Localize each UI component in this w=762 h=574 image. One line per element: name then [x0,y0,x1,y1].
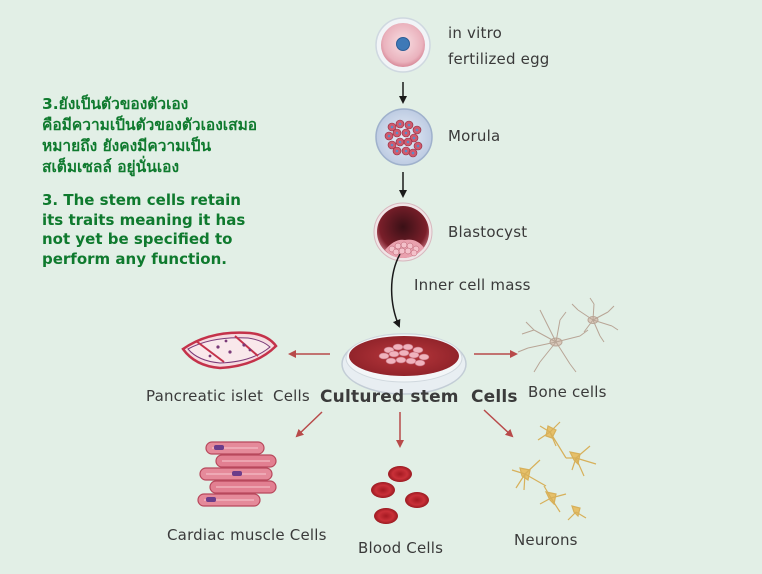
blastocyst-icon [373,202,433,262]
arrow-to-cardiac [295,411,323,438]
morula-icon [375,108,433,166]
cultured-stem-cells-label: Cultured stem Cells [320,387,518,407]
petri-dish-icon [341,333,467,395]
blood-cells-icon [371,466,429,524]
arrow-to-neurons [483,409,514,438]
english-line-1: 3. The stem cells retain [42,191,241,209]
arrow-inner-cell-mass [390,253,401,328]
blood-label: Blood Cells [358,539,444,557]
neurons-label: Neurons [514,531,578,549]
pancreatic-cell-icon [181,331,278,370]
fertilized-egg-icon [375,17,431,73]
thai-line-4: สเต็มเซลล์ อยู่นั่นเอง [42,158,180,176]
english-annotation: 3. The stem cells retain its traits mean… [42,191,245,269]
thai-line-2: คือมีความเป็นตัวของตัวเองเสมอ [42,116,258,134]
english-line-3: not yet be specified to [42,230,233,248]
thai-annotation: 3.ยังเป็นตัวของตัวเอง คือมีความเป็นตัวขอ… [42,94,257,178]
neurons-icon [511,421,597,521]
cardiac-label: Cardiac muscle Cells [167,526,327,544]
morula-label: Morula [448,127,501,145]
english-line-2: its traits meaning it has [42,210,246,229]
egg-label-line1: in vitro [448,24,502,42]
english-line-4: perform any function. [42,249,227,268]
inner-cell-mass-label: Inner cell mass [414,276,531,294]
cardiac-muscle-icon [197,441,277,507]
pancreatic-label: Pancreatic islet Cells [146,387,310,405]
bone-cells-icon [517,297,619,373]
blastocyst-label: Blastocyst [448,223,528,241]
bone-label: Bone cells [528,383,607,401]
thai-line-1: 3.ยังเป็นตัวของตัวเอง [42,95,189,113]
thai-line-3: หมายถึง ยังคงมีความเป็น [42,137,212,155]
egg-label-line2: fertilized egg [448,50,550,68]
